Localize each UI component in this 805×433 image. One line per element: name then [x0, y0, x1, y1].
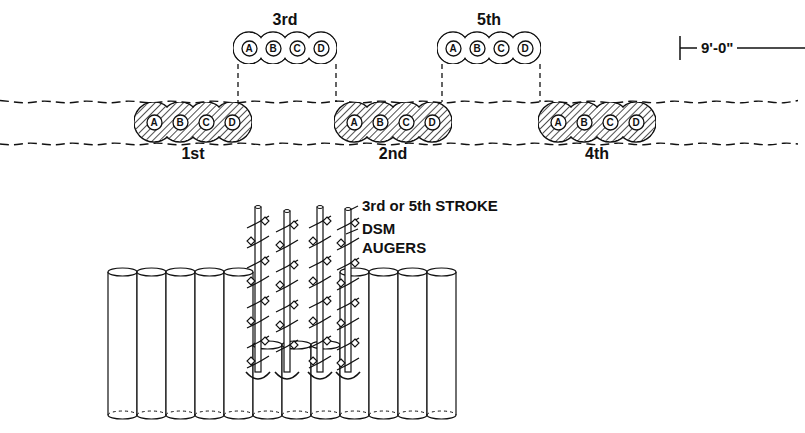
leader-line	[346, 206, 358, 234]
stroke-guide-line	[539, 64, 540, 102]
dsm-augers	[246, 206, 360, 380]
soil-column	[398, 268, 427, 419]
position-letter: A	[346, 114, 363, 131]
auger-position-circle: D	[628, 114, 645, 131]
trench-line	[0, 101, 798, 145]
position-letter: D	[224, 114, 241, 131]
position-letter: C	[398, 114, 415, 131]
soil-column	[340, 268, 369, 419]
auger-position-circle: C	[289, 40, 306, 57]
soil-column	[137, 268, 166, 419]
soil-column	[166, 268, 195, 419]
soil-column	[224, 268, 253, 419]
position-letter: B	[172, 114, 189, 131]
auger-position-circle: C	[198, 114, 215, 131]
position-letter: B	[576, 114, 593, 131]
position-letter: D	[424, 114, 441, 131]
position-letter: A	[146, 114, 163, 131]
stroke-label: 2nd	[379, 145, 407, 163]
stroke-guide-line	[335, 64, 336, 102]
position-letter: D	[313, 40, 330, 57]
stroke-label: 1st	[181, 145, 204, 163]
soil-column	[311, 341, 340, 419]
callout-label: DSM AUGERS	[362, 219, 434, 257]
stroke-label: 4th	[585, 145, 609, 163]
stroke-label: 5th	[477, 11, 501, 29]
auger-position-circle: A	[346, 114, 363, 131]
stroke-guide-line	[441, 64, 442, 102]
auger-position-circle: A	[146, 114, 163, 131]
position-letter: A	[445, 40, 462, 57]
auger-position-circle: B	[469, 40, 486, 57]
position-letter: B	[372, 114, 389, 131]
auger-position-circle: A	[445, 40, 462, 57]
stroke-group: 1st ABCD	[134, 102, 252, 163]
position-letter: C	[198, 114, 215, 131]
soil-columns	[108, 268, 456, 419]
position-letter: C	[493, 40, 510, 57]
stroke-group: 2nd ABCD	[334, 102, 452, 163]
auger	[336, 208, 360, 380]
position-letter: A	[550, 114, 567, 131]
position-letter: C	[289, 40, 306, 57]
position-letter: B	[265, 40, 282, 57]
auger-position-circle: B	[372, 114, 389, 131]
trench-line	[0, 143, 798, 145]
auger	[246, 206, 270, 380]
stroke-group: 5thABCD	[437, 11, 541, 64]
callout-label: 3rd or 5th STROKE	[362, 196, 498, 215]
soil-column	[369, 268, 398, 419]
auger-position-circle: A	[241, 40, 258, 57]
auger-position-circle: C	[493, 40, 510, 57]
dimension-line	[680, 36, 805, 60]
auger-position-circle: A	[550, 114, 567, 131]
auger-position-circle: D	[424, 114, 441, 131]
auger-position-circle: B	[576, 114, 593, 131]
stroke-group: 3rdABCD	[233, 11, 337, 64]
stroke-group: 4th ABCD	[538, 102, 656, 163]
soil-column	[427, 268, 456, 419]
auger-position-circle: C	[602, 114, 619, 131]
soil-column	[195, 268, 224, 419]
auger-position-circle: D	[313, 40, 330, 57]
auger-position-circle: D	[517, 40, 534, 57]
stroke-guide-line	[237, 64, 238, 102]
auger-position-circle: D	[224, 114, 241, 131]
position-letter: B	[469, 40, 486, 57]
dimension-label: 9'-0"	[697, 38, 737, 57]
position-letter: A	[241, 40, 258, 57]
position-letter: C	[602, 114, 619, 131]
auger-position-circle: C	[398, 114, 415, 131]
auger	[308, 206, 332, 380]
position-letter: D	[517, 40, 534, 57]
stroke-label: 3rd	[273, 11, 298, 29]
position-letter: D	[628, 114, 645, 131]
auger-position-circle: B	[172, 114, 189, 131]
auger	[275, 210, 299, 380]
soil-column	[108, 268, 137, 419]
auger-position-circle: B	[265, 40, 282, 57]
